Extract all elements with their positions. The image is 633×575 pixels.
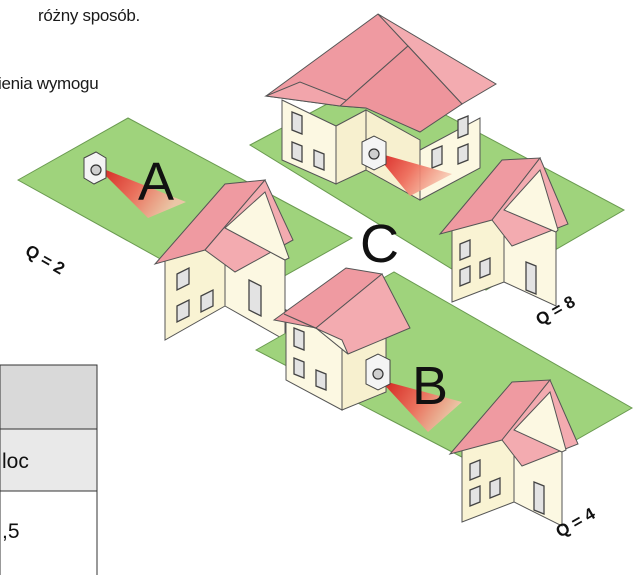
table-row-cell	[0, 490, 98, 575]
house-c	[264, 13, 497, 201]
house-b-small	[448, 379, 579, 527]
unit-a	[83, 151, 107, 185]
table-header-cell	[0, 364, 98, 430]
intro-text-line-1: różny sposób.	[38, 6, 140, 25]
table-row-3-text: ,5	[2, 520, 20, 543]
house-b	[272, 267, 411, 411]
beam-a	[96, 166, 186, 218]
house-a	[153, 179, 294, 341]
unit-b	[365, 353, 391, 391]
label-a: A	[138, 152, 174, 212]
label-b: B	[412, 356, 448, 416]
label-c: C	[360, 214, 399, 274]
table-fragment: loc ,5	[0, 364, 98, 575]
house-c-small	[438, 157, 569, 307]
unit-c	[361, 135, 387, 171]
beam-b	[380, 380, 462, 432]
table-row-cell	[0, 428, 98, 492]
q-label-a: Q = 2	[22, 241, 68, 278]
beam-c	[374, 152, 452, 196]
table-row-2-text: loc	[2, 450, 29, 473]
intro-text-line-2: ienia wymogu	[0, 74, 99, 93]
